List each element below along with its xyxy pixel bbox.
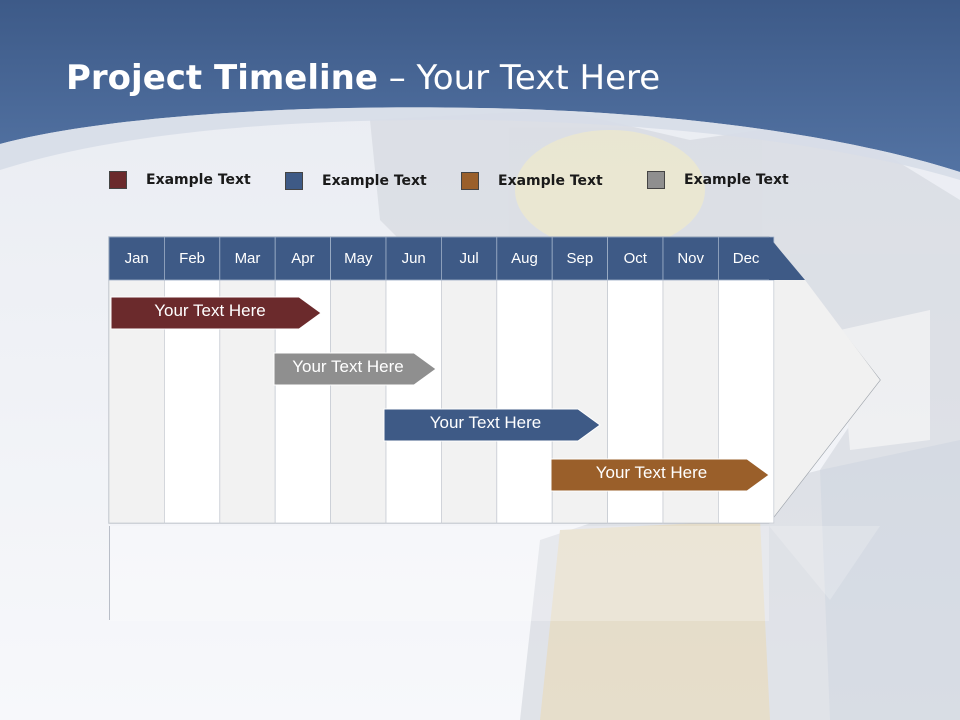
month-header-cell <box>496 236 553 281</box>
title-bold: Project Timeline <box>66 58 378 98</box>
legend-item-2: Example Text <box>285 172 427 190</box>
title-banner <box>0 0 960 172</box>
legend-item-3: Example Text <box>461 172 603 190</box>
bar-label-4: Your Text Here <box>595 463 708 482</box>
legend-label: Example Text <box>498 173 603 189</box>
month-label: Oct <box>623 250 647 267</box>
legend-swatch <box>285 172 303 190</box>
month-header-cell <box>163 236 221 281</box>
timeline-bar <box>110 296 322 330</box>
month-header-cell <box>108 236 165 281</box>
legend-item-4: Example Text <box>647 171 789 189</box>
month-header-cell <box>219 236 276 281</box>
legend-swatch <box>647 171 665 189</box>
bar-label-2: Your Text Here <box>292 357 404 376</box>
month-label: Feb <box>179 250 206 267</box>
month-column <box>385 279 442 524</box>
month-label: Sep <box>566 250 594 267</box>
month-header-cell <box>274 236 332 281</box>
month-label: Nov <box>677 250 705 267</box>
month-label: May <box>344 250 373 267</box>
legend-swatch <box>461 172 479 190</box>
timeline-bar <box>550 458 770 492</box>
legend-label: Example Text <box>146 172 251 188</box>
legend-label: Example Text <box>684 172 789 188</box>
month-column <box>440 279 498 524</box>
month-column <box>330 279 387 524</box>
month-label: Dec <box>732 250 760 267</box>
title-rest: – Your Text Here <box>377 58 661 98</box>
timeline-bars <box>110 296 770 492</box>
legend-swatch <box>109 171 127 189</box>
month-label: Jun <box>401 250 426 267</box>
month-header-cell <box>551 236 609 281</box>
month-header-cell <box>330 236 387 281</box>
month-label: Jul <box>459 250 479 267</box>
month-header-cell <box>718 236 775 281</box>
month-header-cell <box>385 236 442 281</box>
bar-label-3: Your Text Here <box>429 413 542 432</box>
timeline-bar <box>383 408 601 442</box>
month-label: Apr <box>291 250 315 267</box>
page-title: Project Timeline – Your Text Here <box>66 58 660 98</box>
legend-item-1: Example Text <box>109 171 251 189</box>
month-header-cell <box>440 236 498 281</box>
month-label: Mar <box>234 250 261 267</box>
month-column <box>496 279 553 524</box>
timeline-bar <box>273 352 437 386</box>
legend-label: Example Text <box>322 173 427 189</box>
bar-label-1: Your Text Here <box>154 301 266 320</box>
month-label: Jan <box>124 250 149 267</box>
month-label: Aug <box>511 250 538 267</box>
